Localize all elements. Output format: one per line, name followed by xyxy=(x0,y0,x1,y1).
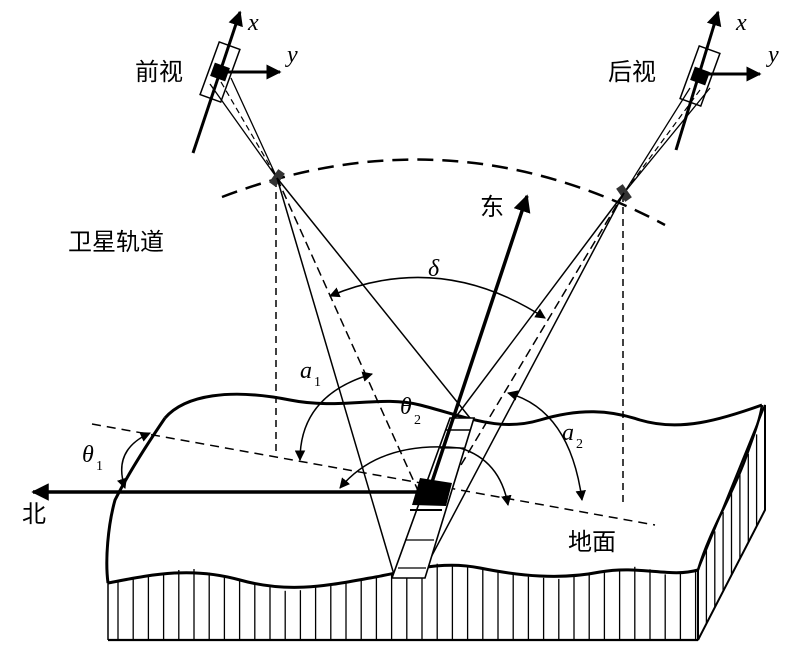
angle-arcs xyxy=(116,276,586,507)
a2-angle-arc xyxy=(506,390,586,502)
ground-right-face xyxy=(697,404,766,641)
backward-y-label: y xyxy=(766,42,779,68)
ground-surface xyxy=(105,392,766,642)
forward-x-label: x xyxy=(247,10,259,36)
a2-symbol: a xyxy=(562,420,574,446)
theta1-subscript: 1 xyxy=(96,459,103,474)
theta2-subscript: 2 xyxy=(414,413,421,428)
east-label: 东 xyxy=(480,193,504,221)
forward-x-axis xyxy=(191,10,243,154)
a1-subscript: 1 xyxy=(314,375,321,390)
viewing-rays xyxy=(276,177,625,579)
ground-side-hatching xyxy=(705,434,758,624)
north-label: 北 xyxy=(22,500,46,528)
theta2-symbol: θ xyxy=(400,394,412,420)
delta-angle-arc xyxy=(329,276,546,319)
orbit-label: 卫星轨道 xyxy=(68,228,164,256)
a1-angle-arc xyxy=(294,371,374,462)
forward-y-label: y xyxy=(285,42,298,68)
backward-x-axis xyxy=(674,10,722,151)
ground-back-edge xyxy=(163,392,763,427)
backward-view-label: 后视 xyxy=(608,58,656,86)
forward-view-satellite xyxy=(191,10,285,187)
orbit-arc xyxy=(221,158,666,227)
a1-symbol: a xyxy=(300,358,312,384)
theta2-angle-arc xyxy=(339,446,512,507)
ground-front-hatching xyxy=(117,563,697,640)
ground-label: 地面 xyxy=(568,528,616,556)
forward-view-label: 前视 xyxy=(135,58,183,86)
ground-track-line xyxy=(91,423,656,526)
ground-left-edge xyxy=(105,417,167,584)
theta1-angle-arc xyxy=(116,432,151,489)
backward-view-satellite xyxy=(616,10,762,202)
backward-x-label: x xyxy=(735,10,747,36)
theta1-symbol: θ xyxy=(82,442,94,468)
east-axis xyxy=(424,194,531,501)
delta-symbol: δ xyxy=(428,256,440,282)
a2-subscript: 2 xyxy=(576,437,583,452)
